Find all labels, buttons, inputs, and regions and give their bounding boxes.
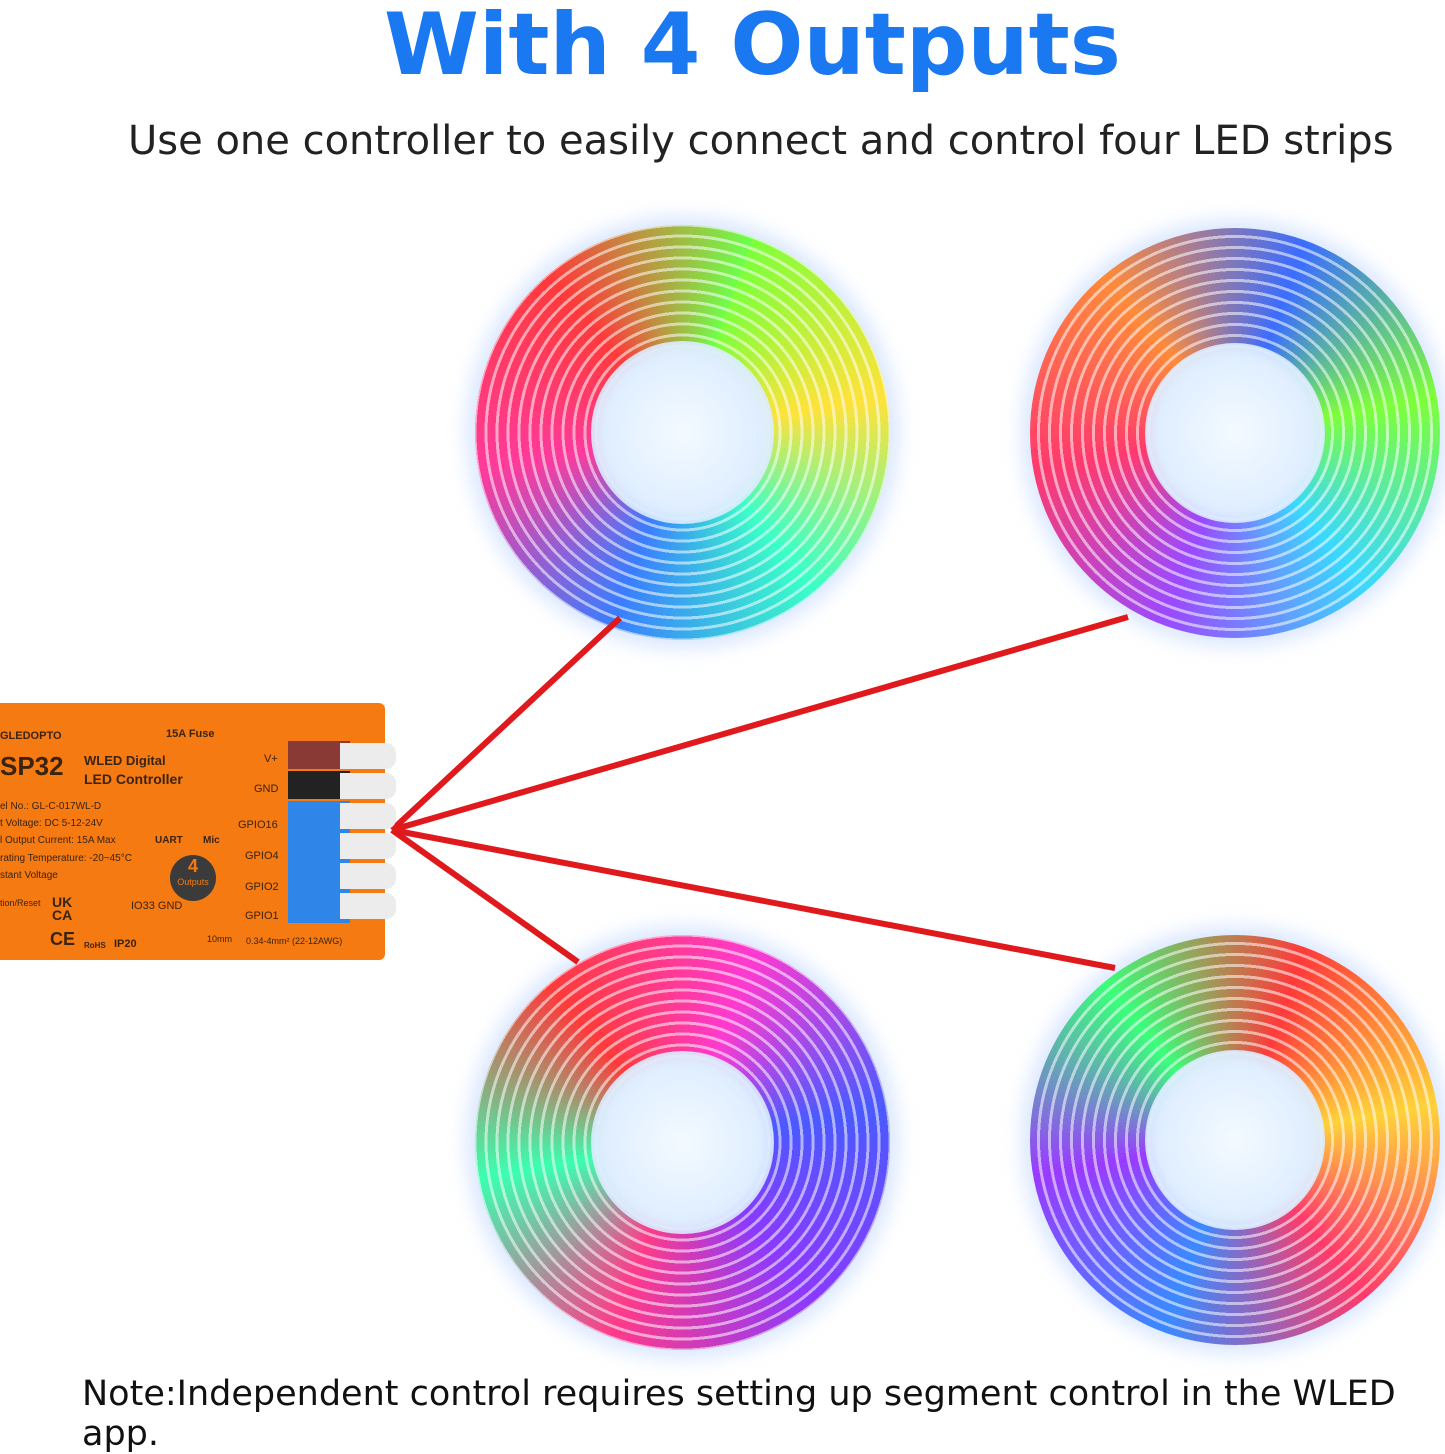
led-strip-reel-4 [1030,935,1440,1345]
esp32-controller: GLEDOPTO 15A Fuse SP32 WLED Digital LED … [0,703,396,960]
wire-gauge: 0.34-4mm² (22-12AWG) [246,936,343,946]
io-label: IO33 GND [131,900,183,912]
lever-clip[interactable] [340,893,396,919]
terminal-label: V+ [264,753,278,765]
rohs-mark: RoHS [84,941,106,950]
terminal-vplus [288,741,350,769]
lever-clip[interactable] [340,803,396,829]
outputs-badge: 4 Outputs [170,855,216,901]
brand: GLEDOPTO [0,730,62,742]
terminal-label: GPIO16 [238,819,278,831]
spec: el No.: GL-C-017WL-D [0,801,102,812]
ip-rating: IP20 [114,938,137,950]
lever-clip[interactable] [340,863,396,889]
mic-label: Mic [203,835,220,846]
led-strip-reel-1 [475,225,890,640]
desc-line-2: LED Controller [84,771,183,787]
lever-clip[interactable] [340,773,396,799]
ukca-mark: UK CA [52,894,73,923]
spec: t Voltage: DC 5-12-24V [0,818,103,829]
terminal-label: GPIO2 [245,881,279,893]
page-title: With 4 Outputs [384,0,1121,95]
led-strip-reel-3 [475,935,890,1350]
wire-1 [389,615,623,833]
terminal-label: GPIO1 [245,910,279,922]
lever-clip[interactable] [340,743,396,769]
desc-line-1: WLED Digital [84,753,166,768]
wire-4 [391,827,1116,971]
terminal-label: GPIO4 [245,850,279,862]
wire-3 [390,827,580,965]
terminal-gpio-block [288,801,350,923]
wires [389,614,1129,971]
lever-clip[interactable] [340,833,396,859]
model-logo: SP32 [0,751,64,781]
spec: stant Voltage [0,870,58,881]
wire-2 [391,614,1129,833]
strip-length: 10mm [207,934,233,944]
spec: rating Temperature: -20~45°C [0,853,132,864]
uart-label: UART [155,835,183,846]
terminal-label: GND [254,783,279,795]
terminal-gnd [288,771,350,799]
fuse-label: 15A Fuse [166,728,215,740]
reset-label: tion/Reset [0,898,41,908]
spec: l Output Current: 15A Max [0,835,116,846]
footer-note: Note:Independent control requires settin… [82,1374,1396,1454]
led-strip-reel-2 [1030,228,1440,638]
ce-mark: CE [50,929,76,949]
subtitle: Use one controller to easily connect and… [128,118,1394,164]
